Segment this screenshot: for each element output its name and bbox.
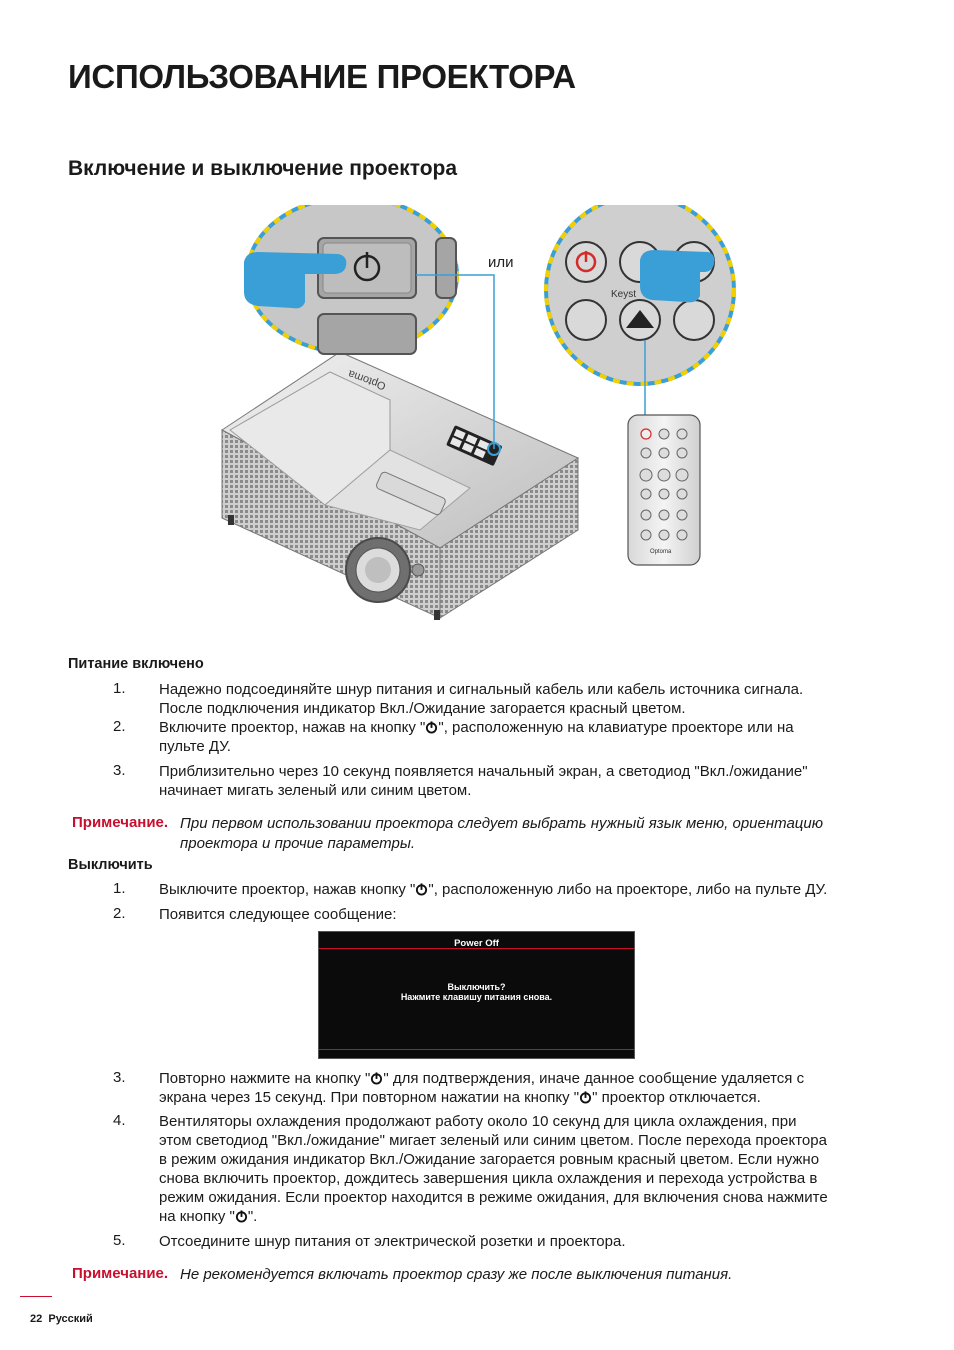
remote-zoom-circle: Keyst bbox=[544, 205, 736, 386]
note-text: Не рекомендуется включать проектор сразу… bbox=[180, 1266, 733, 1283]
power-off-heading: Выключить bbox=[68, 857, 153, 873]
list-item: Вентиляторы охлаждения продолжают работу… bbox=[159, 1113, 828, 1225]
page-footer: 22 Русский bbox=[30, 1313, 93, 1325]
power-icon bbox=[235, 1210, 247, 1223]
list-number: 2. bbox=[113, 718, 126, 735]
finger-icon bbox=[244, 252, 347, 309]
list-number: 1. bbox=[113, 880, 126, 897]
power-on-heading: Питание включено bbox=[68, 656, 204, 672]
list-item: Надежно подсоединяйте шнур питания и сиг… bbox=[159, 681, 804, 717]
svg-text:Optoma: Optoma bbox=[650, 549, 672, 555]
list-item: Приблизительно через 10 секунд появляетс… bbox=[159, 763, 808, 799]
dialog-hint: Нажмите клавишу питания снова. bbox=[400, 992, 553, 1002]
note-text: При первом использовании проектора следу… bbox=[180, 815, 823, 852]
power-icon bbox=[416, 883, 428, 896]
or-label: или bbox=[488, 254, 514, 271]
list-item: Выключите проектор, нажав кнопку "", рас… bbox=[159, 881, 828, 898]
footer-rule bbox=[20, 1296, 52, 1297]
remote-control: Optoma bbox=[627, 414, 701, 566]
list-number: 3. bbox=[113, 762, 126, 779]
power-icon bbox=[426, 721, 438, 734]
dialog-title: Power Off bbox=[319, 932, 634, 949]
keypad-zoom-circle bbox=[244, 205, 459, 355]
power-off-dialog: Power Off Выключить? Нажмите клавишу пит… bbox=[318, 931, 635, 1059]
list-item: Включите проектор, нажав на кнопку "", р… bbox=[159, 719, 794, 755]
note-label: Примечание. bbox=[72, 1265, 169, 1282]
dialog-question: Выключить? bbox=[447, 982, 506, 992]
projector-illustration: Optoma Keyst bbox=[221, 205, 736, 620]
page-language: Русский bbox=[48, 1313, 93, 1325]
list-number: 5. bbox=[113, 1232, 126, 1249]
page-title: ИСПОЛЬЗОВАНИЕ ПРОЕКТОРА bbox=[68, 58, 576, 95]
page-number: 22 bbox=[30, 1313, 43, 1325]
list-number: 2. bbox=[113, 905, 126, 922]
list-item: Повторно нажмите на кнопку "" для подтве… bbox=[159, 1070, 805, 1106]
finger-icon bbox=[640, 250, 715, 303]
projector-body: Optoma bbox=[221, 351, 580, 620]
list-number: 3. bbox=[113, 1069, 126, 1086]
power-icon bbox=[371, 1072, 383, 1085]
list-number: 4. bbox=[113, 1112, 126, 1129]
list-item: Отсоедините шнур питания от электрическо… bbox=[159, 1233, 626, 1250]
svg-text:Keyst: Keyst bbox=[611, 289, 636, 300]
list-number: 1. bbox=[113, 680, 126, 697]
note-label: Примечание. bbox=[72, 814, 169, 831]
section-title: Включение и выключение проектора bbox=[68, 157, 458, 180]
list-item: Появится следующее сообщение: bbox=[159, 906, 397, 923]
power-icon bbox=[580, 1091, 592, 1104]
dialog-divider bbox=[319, 1049, 634, 1050]
